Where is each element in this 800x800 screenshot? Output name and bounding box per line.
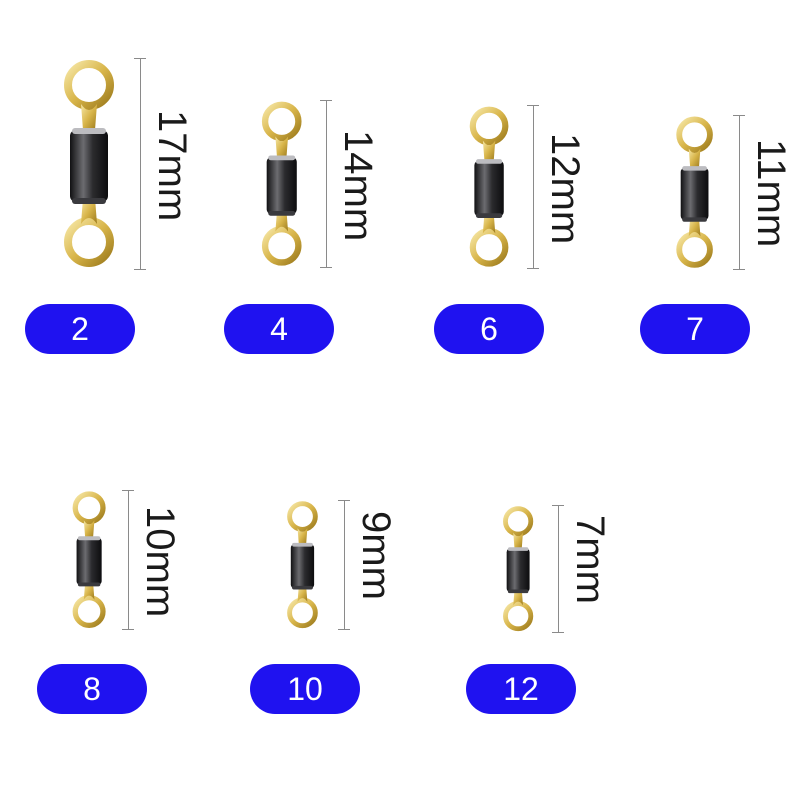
measure-line [532,105,534,269]
swivel-bottom-shank [297,585,307,602]
measure-line [127,490,129,630]
swivel-top-eye [72,491,106,525]
measure-cap-top [337,500,350,501]
swivel-barrel [506,548,530,592]
swivel-image [676,116,714,268]
swivel-barrel-cap-top [77,536,101,541]
size-badge-6: 6 [434,304,544,354]
swivel-barrel-cap-bottom [72,198,106,204]
measure-cap-top [526,105,539,106]
measure-cap-bottom [337,629,350,630]
swivel-item-8: 10mm [66,490,182,630]
swivel-barrel-cap-top [72,128,106,134]
swivel-top-eye [64,60,114,110]
swivel-image [72,491,106,629]
swivel-bottom-eye [72,594,106,629]
measure-cap-bottom [732,269,745,270]
measure-cap-top [134,58,146,59]
swivel-barrel-cap-top [268,155,296,161]
swivel-top-eye [286,501,318,532]
length-label: 11mm [748,138,793,247]
size-badge-12: 12 [466,664,576,714]
swivel-item-10: 9mm [281,500,398,630]
size-badge-2: 2 [25,304,135,354]
length-label: 10mm [137,506,182,618]
swivel-barrel [290,544,314,589]
swivel-barrel-cap-bottom [507,589,529,594]
measure-cap-top [121,490,134,491]
swivel-barrel-cap-top [475,159,503,164]
swivel-bottom-eye [286,597,318,629]
length-label: 14mm [335,130,380,242]
measure-cap-bottom [121,629,134,630]
size-badge-8: 8 [37,664,147,714]
swivel-item-12: 7mm [497,505,612,633]
swivel-barrel-cap-bottom [682,217,708,222]
swivel-image [286,501,318,629]
swivel-bottom-eye [502,600,534,632]
measure-cap-bottom [526,268,539,269]
measure-line [557,505,559,633]
swivel-item-7: 11mm [669,115,793,270]
swivel-top-shank [513,532,523,549]
swivel-barrel [474,160,504,217]
swivel-barrel-cap-top [507,547,529,551]
swivel-top-shank [689,148,701,168]
swivel-bottom-eye [469,227,509,267]
swivel-bottom-shank [83,582,95,600]
swivel-bottom-shank [482,213,496,234]
swivel-top-shank [482,140,496,161]
swivel-image [262,101,302,266]
size-badge-7: 7 [640,304,750,354]
swivel-barrel [681,167,709,221]
length-label: 12mm [542,133,587,245]
length-label: 17mm [150,110,194,222]
swivel-barrel-cap-top [291,542,313,547]
swivel-top-eye [262,101,302,142]
swivel-image [64,60,114,267]
swivel-bottom-shank [81,198,97,224]
swivel-bottom-eye [262,225,302,266]
measure-cap-top [319,100,332,101]
swivel-barrel-cap-bottom [268,210,296,216]
length-label: 9mm [353,511,398,600]
swivel-item-4: 14mm [254,100,380,268]
swivel-top-eye [676,116,714,154]
swivel-top-shank [83,520,95,538]
swivel-top-shank [297,528,307,545]
swivel-barrel [76,537,102,586]
measure-cap-bottom [134,269,146,270]
swivel-barrel [70,130,108,202]
swivel-barrel-cap-bottom [291,585,313,590]
measure-line [738,115,740,270]
measure-line [140,58,141,270]
measure-cap-top [551,505,564,506]
length-label: 7mm [567,515,612,604]
swivel-top-shank [81,104,97,130]
swivel-item-2: 17mm [54,58,194,270]
measure-cap-bottom [319,267,332,268]
swivel-bottom-eye [676,231,714,268]
size-badge-4: 4 [224,304,334,354]
swivel-bottom-eye [64,217,114,267]
size-badge-10: 10 [250,664,360,714]
swivel-bottom-shank [513,589,523,606]
measure-line [325,100,327,268]
swivel-barrel-cap-bottom [475,213,503,218]
swivel-top-eye [502,506,534,537]
measure-cap-bottom [551,632,564,633]
swivel-bottom-shank [689,217,701,237]
measure-cap-top [732,115,745,116]
swivel-barrel-cap-top [682,166,708,171]
swivel-item-6: 12mm [462,105,587,269]
swivel-bottom-shank [275,210,289,232]
swivel-barrel-cap-bottom [77,582,101,587]
swivel-image [502,506,534,632]
swivel-barrel [266,157,298,215]
swivel-top-shank [275,136,289,158]
measure-line [343,500,345,630]
swivel-top-eye [469,106,509,146]
swivel-image [469,106,509,267]
